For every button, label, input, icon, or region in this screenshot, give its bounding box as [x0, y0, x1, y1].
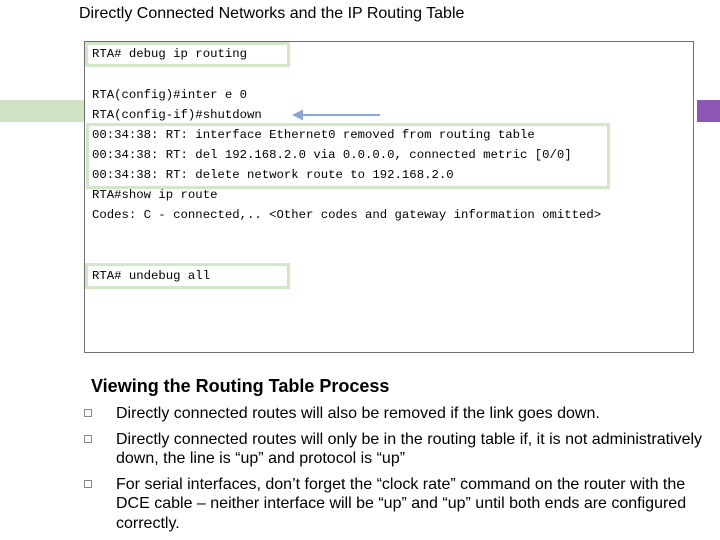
decorative-bar-right — [697, 100, 720, 122]
square-bullet-icon — [84, 479, 92, 488]
list-item: Directly connected routes will also be r… — [84, 404, 704, 424]
bullet-list: Directly connected routes will also be r… — [84, 404, 704, 533]
terminal-line-codes: Codes: C - connected,.. <Other codes and… — [92, 208, 602, 222]
arrow-icon — [292, 109, 380, 121]
list-item-text: Directly connected routes will only be i… — [116, 430, 703, 468]
highlight-debug-output — [86, 123, 610, 189]
terminal-output: RTA# debug ip routing RTA(config)#inter … — [84, 41, 694, 353]
highlight-debug-command — [85, 42, 290, 67]
list-item-text: Directly connected routes will also be r… — [116, 405, 600, 422]
terminal-line-show-ip-route: RTA#show ip route — [92, 188, 218, 202]
terminal-line-undebug: RTA# undebug all — [92, 269, 211, 283]
list-item-text: For serial interfaces, don’t forget the … — [116, 475, 687, 532]
square-bullet-icon — [84, 409, 92, 417]
terminal-line-interface: RTA(config)#inter e 0 — [92, 88, 247, 102]
decorative-bar-left — [0, 100, 85, 122]
terminal-line-removed: 00:34:38: RT: interface Ethernet0 remove… — [92, 128, 535, 142]
square-bullet-icon — [84, 434, 92, 443]
terminal-line-debug: RTA# debug ip routing — [92, 47, 247, 61]
page-title: Directly Connected Networks and the IP R… — [79, 5, 465, 22]
section-heading: Viewing the Routing Table Process — [91, 376, 390, 396]
terminal-line-delete-route: 00:34:38: RT: del 192.168.2.0 via 0.0.0.… — [92, 148, 572, 162]
terminal-line-shutdown: RTA(config-if)#shutdown — [92, 108, 262, 122]
terminal-line-delete-network: 00:34:38: RT: delete network route to 19… — [92, 168, 454, 182]
highlight-undebug-command — [85, 263, 290, 289]
list-item: For serial interfaces, don’t forget the … — [84, 475, 704, 534]
list-item: Directly connected routes will only be i… — [84, 430, 704, 469]
